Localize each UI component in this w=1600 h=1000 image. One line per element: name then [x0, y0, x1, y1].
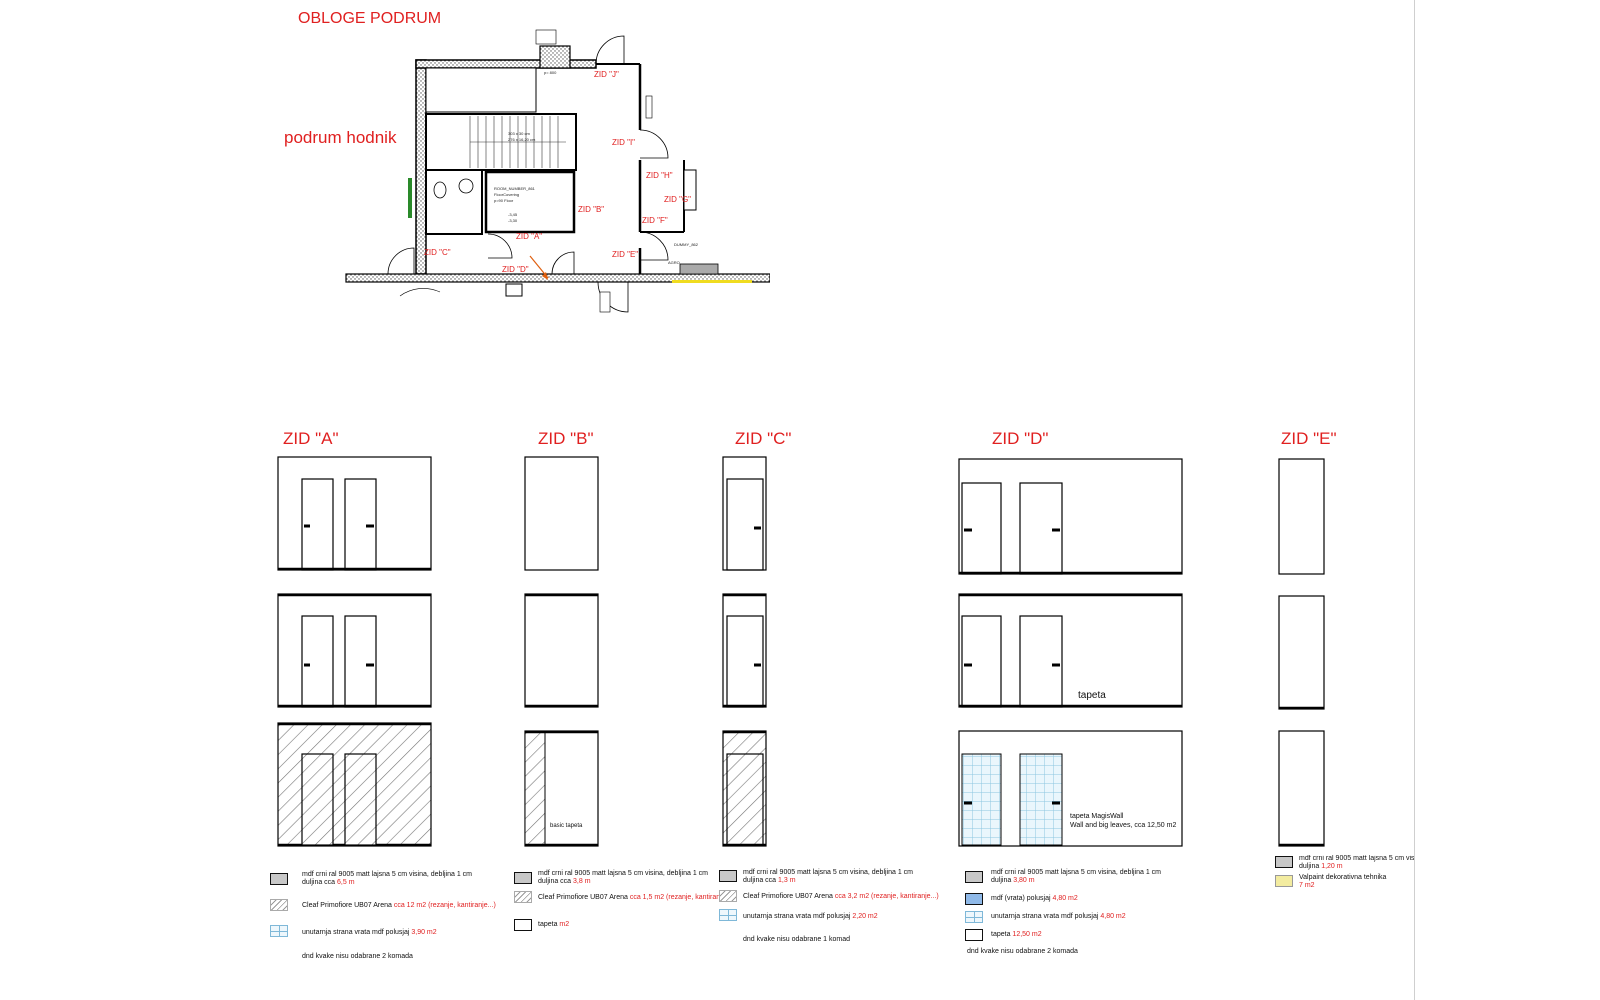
legend-b-item-2: Cleaf Primofiore UB07 Arena cca 1,5 m2 (…: [538, 894, 734, 901]
wall-a-title: ZID "A": [283, 429, 339, 448]
stair-note-1: 303 x 30 cm: [508, 131, 530, 136]
legend-d-item-5: dnd kvake nisu odabrane 2 komada: [967, 948, 1078, 955]
plan-label-zid-h: ZID "H": [646, 171, 673, 180]
legend-b-item-3: tapeta m2: [538, 921, 570, 928]
legend-d-item-3: unutarnja strana vrata mdf polusjaj 4,80…: [991, 913, 1126, 920]
wall-d-elevation-2: [958, 593, 1183, 708]
plan-label-zid-g: ZID "G": [664, 195, 692, 204]
room-note-1: ROOM_NUMBER_861: [494, 186, 535, 191]
legend-b-swatch-baseboard: [514, 872, 532, 884]
wall-b-title: ZID "B": [538, 429, 594, 448]
room-note-2: FloorCovering: [494, 192, 520, 197]
plan-label-zid-d: ZID "D": [502, 265, 529, 274]
legend-e-item-1: mdf crni ral 9005 matt lajsna 5 cm visin…: [1299, 855, 1414, 870]
wall-c-title: ZID "C": [735, 429, 792, 448]
wall-e-elevation-1: [1278, 458, 1325, 575]
sheet-title: OBLOGE PODRUM: [298, 10, 442, 27]
plan-label-zid-j: ZID "J": [594, 70, 619, 79]
legend-b-swatch-white: [514, 919, 532, 931]
legend-e-swatch-yellow: [1275, 875, 1293, 887]
legend-d-swatch-white: [965, 929, 983, 941]
legend-c-item-2: Cleaf Primofiore UB07 Arena cca 3,2 m2 (…: [743, 893, 939, 900]
legend-d-item-4: tapeta 12,50 m2: [991, 931, 1042, 938]
wall-e-title: ZID "E": [1281, 429, 1337, 448]
wall-c-elevation-3: [722, 730, 767, 847]
wall-b-elevation-2: [524, 593, 599, 708]
plan-label-zid-a: ZID "A": [516, 232, 543, 241]
legend-c-item-1: mdf crni ral 9005 matt lajsna 5 cm visin…: [743, 869, 914, 884]
wall-a-elevation-3: [277, 722, 432, 847]
plan-label-zid-e: ZID "E": [612, 250, 639, 259]
page-border-line: [1414, 0, 1415, 1000]
legend-d-swatch-baseboard: [965, 871, 983, 883]
legend-a-item-1: mdf crni ral 9005 matt lajsna 5 cm visin…: [302, 871, 473, 886]
wall-d-elevation-1: [958, 458, 1183, 575]
room-note-3: p=90 Floor: [494, 198, 514, 203]
stair-note-2: 276 x 16,20 cm: [508, 137, 536, 142]
plan-label-zid-c: ZID "C": [424, 248, 451, 257]
legend-b-item-1: mdf crni ral 9005 matt lajsna 5 cm visin…: [538, 870, 709, 885]
plan-label-zid-b: ZID "B": [578, 205, 605, 214]
plan-subtitle: podrum hodnik: [284, 128, 397, 147]
legend-a-swatch-hatch: [270, 899, 288, 911]
legend-d-swatch-grid: [965, 911, 983, 923]
wall-a-elevation-2: [277, 593, 432, 708]
plan-label-zid-f: ZID "F": [642, 216, 668, 225]
legend-a-item-2: Cleaf Primofiore UB07 Arena cca 12 m2 (r…: [302, 902, 496, 909]
legend-c-item-3: unutarnja strana vrata mdf polusjaj 2,20…: [743, 913, 878, 920]
room-b-note: DUMMY_862: [674, 242, 699, 247]
legend-c-swatch-baseboard: [719, 870, 737, 882]
wall-d-title: ZID "D": [992, 429, 1049, 448]
level-1: -3,45: [508, 212, 518, 217]
legend-d-swatch-blue: [965, 893, 983, 905]
wall-d-magis-label-1: tapeta MagisWall: [1070, 813, 1124, 820]
agro-note: AGRO: [668, 260, 680, 265]
level-2: -3,30: [508, 218, 518, 223]
legend-d-item-2: mdf (vrata) polusjaj 4,80 m2: [991, 895, 1078, 902]
plan-label-zid-i: ZID "I": [612, 138, 636, 147]
legend-e-item-2: Valpaint dekorativna tehnika 7 m2: [1299, 874, 1387, 889]
wall-b-basic-tapeta-label: basic tapeta: [550, 823, 583, 829]
legend-a-swatch-grid: [270, 925, 288, 937]
wall-b-elevation-1: [524, 456, 599, 571]
wall-d-elevation-3: [958, 730, 1183, 847]
p800-note: p= 800: [544, 70, 557, 75]
legend-d-item-1: mdf crni ral 9005 matt lajsna 5 cm visin…: [991, 869, 1162, 884]
legend-a-item-3: unutarnja strana vrata mdf polusjaj 3,90…: [302, 929, 437, 936]
wall-b-elevation-3: [524, 730, 599, 847]
wall-d-magis-label-2: Wall and big leaves, cca 12,50 m2: [1070, 822, 1177, 829]
wall-d-tapeta-label: tapeta: [1078, 690, 1106, 701]
legend-e-swatch-baseboard: [1275, 856, 1293, 868]
wall-e-elevation-3: [1278, 730, 1325, 847]
legend-c-swatch-grid: [719, 909, 737, 921]
legend-a-item-4: dnd kvake nisu odabrane 2 komada: [302, 953, 413, 960]
legend-c-swatch-hatch: [719, 890, 737, 902]
wall-elevations: [277, 456, 1325, 847]
floor-plan: [345, 29, 770, 313]
wall-c-elevation-2: [722, 593, 767, 708]
wall-e-elevation-2: [1278, 595, 1325, 710]
wall-c-elevation-1: [722, 456, 767, 571]
wall-a-elevation-1: [277, 456, 432, 571]
legend-a-swatch-baseboard: [270, 873, 288, 885]
legend-c-item-4: dnd kvake nisu odabrane 1 komad: [743, 936, 851, 943]
legend-b-swatch-hatch: [514, 891, 532, 903]
